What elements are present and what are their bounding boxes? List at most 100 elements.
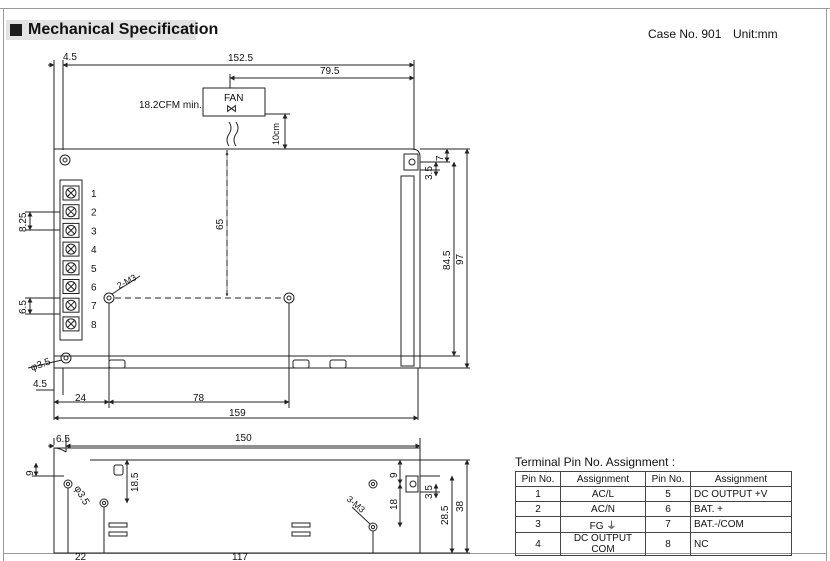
- table-row: 3 FG ⏚ 7 BAT.-/COM: [515, 516, 792, 533]
- terminal-cross-icon: [66, 282, 76, 291]
- assignment-cell: DC OUTPUT +V: [690, 486, 792, 502]
- pin-cell: 2: [515, 501, 561, 517]
- terminal-screws: [62, 185, 80, 332]
- terminal-cross-icon: [66, 226, 76, 235]
- assignment-cell: AC/N: [560, 501, 646, 517]
- top-view: [25, 60, 470, 421]
- dim-10cm: 10cm: [271, 123, 281, 145]
- dim-152-5: 152.5: [228, 53, 253, 64]
- dim-22: 22: [75, 552, 87, 561]
- terminal-screw-icon: [62, 260, 80, 276]
- dim-78: 78: [193, 393, 205, 404]
- terminal-table-title: Terminal Pin No. Assignment :: [515, 455, 676, 469]
- terminal-number: 3: [91, 226, 97, 237]
- dim-4-5-top: 4.5: [63, 52, 77, 63]
- fan-label: FAN: [224, 93, 243, 104]
- corner-screw-icon: [59, 154, 71, 166]
- terminal-screw-head: [65, 206, 77, 218]
- dim-24: 24: [75, 393, 87, 404]
- m3-label-top: 2-M3: [115, 272, 138, 290]
- m3-label-side: 3-M3: [345, 494, 367, 515]
- terminal-screw-icon: [62, 185, 80, 201]
- table-header-row: Pin No. Assignment Pin No. Assignment: [515, 471, 792, 487]
- fan-box: [202, 87, 266, 117]
- side-hole-right-top-icon: [368, 479, 378, 489]
- side-hole-right-bottom-icon: [368, 522, 378, 532]
- assignment-cell: FG ⏚: [560, 516, 646, 533]
- terminal-screw-head: [65, 243, 77, 255]
- assignment-cell: DC OUTPUT COM: [560, 532, 646, 556]
- dim-9-left: 9: [25, 470, 36, 476]
- table-header-cell: Assignment: [560, 471, 646, 487]
- pin-cell: 6: [645, 501, 691, 517]
- right-side-slot: [400, 175, 415, 367]
- terminal-screw-icon: [62, 222, 80, 238]
- frame-right-line: [826, 8, 827, 561]
- dim-3-5-top: 3.5: [424, 166, 435, 180]
- terminal-screw-head: [65, 281, 77, 292]
- mount-hole-icon: [60, 352, 72, 364]
- terminal-cross-icon: [66, 244, 76, 254]
- dim-117: 117: [232, 552, 248, 561]
- table-header-cell: Assignment: [690, 471, 792, 487]
- terminal-number: 2: [91, 208, 97, 219]
- terminal-number: 1: [91, 189, 97, 200]
- terminal-number: 5: [91, 264, 97, 275]
- terminal-screw-head: [65, 187, 77, 199]
- assignment-cell: BAT.-/COM: [690, 516, 792, 533]
- terminal-screw-icon: [62, 241, 80, 257]
- fan-symbol-icon: ⋈: [226, 103, 237, 115]
- cfm-label: 18.2CFM min.: [139, 100, 202, 111]
- assignment-cell: BAT. +: [690, 501, 792, 517]
- side-view-outline: [53, 447, 421, 554]
- terminal-number: 6: [91, 283, 97, 294]
- terminal-screw-icon: [62, 279, 80, 294]
- top-view-outline: [53, 148, 421, 369]
- dim-65: 65: [215, 218, 226, 230]
- dim-phi-3-5-top: φ3.5: [29, 356, 52, 373]
- case-number: Case No. 901: [648, 27, 722, 41]
- pin-cell: 4: [515, 532, 561, 556]
- dim-84-5: 84.5: [442, 250, 453, 270]
- dim-18: 18: [389, 498, 400, 510]
- dim-150: 150: [235, 433, 252, 444]
- side-view: [32, 438, 470, 554]
- dim-97: 97: [455, 253, 466, 265]
- terminal-cross-icon: [66, 319, 76, 329]
- dim-9-right: 9: [389, 472, 400, 478]
- table-row: 2 AC/N 6 BAT. +: [515, 501, 792, 517]
- section-header-bar: [6, 20, 196, 40]
- pin-cell: 5: [645, 486, 691, 502]
- terminal-number: 8: [91, 320, 97, 331]
- frame-left-line: [3, 8, 4, 561]
- table-row: 4 DC OUTPUT COM 8 NC: [515, 532, 792, 556]
- unit-label: Unit:mm: [733, 27, 778, 41]
- dim-18-5: 18.5: [130, 472, 141, 492]
- table-header-cell: Pin No.: [515, 471, 561, 487]
- terminal-cross-icon: [66, 300, 76, 310]
- terminal-screw-icon: [62, 316, 80, 332]
- pin-cell: 7: [645, 516, 691, 533]
- terminal-cross-icon: [66, 188, 76, 198]
- dim-3-5-side: 3.5: [424, 485, 435, 499]
- section-bullet-icon: [10, 24, 22, 36]
- dim-6-5-side: 6.5: [56, 434, 70, 445]
- dim-8-25: 8.25: [18, 212, 29, 232]
- pin-cell: 8: [645, 532, 691, 556]
- frame-top-line: [0, 8, 830, 9]
- side-hole-left-icon: [63, 479, 73, 489]
- terminal-screw-head: [65, 224, 77, 236]
- m3-hole-left-icon: [103, 292, 115, 304]
- dim-4-5-bottom: 4.5: [33, 379, 47, 390]
- dim-6-5-top: 6.5: [18, 300, 29, 314]
- assignment-cell: NC: [690, 532, 792, 556]
- terminal-pin-table: Pin No. Assignment Pin No. Assignment 1 …: [515, 471, 792, 556]
- terminal-screw-icon: [62, 204, 80, 220]
- terminal-screw-head: [65, 318, 77, 330]
- dim-38: 38: [455, 500, 466, 512]
- dim-28-5: 28.5: [440, 505, 451, 525]
- dim-79-5: 79.5: [320, 66, 340, 77]
- table-row: 1 AC/L 5 DC OUTPUT +V: [515, 486, 792, 502]
